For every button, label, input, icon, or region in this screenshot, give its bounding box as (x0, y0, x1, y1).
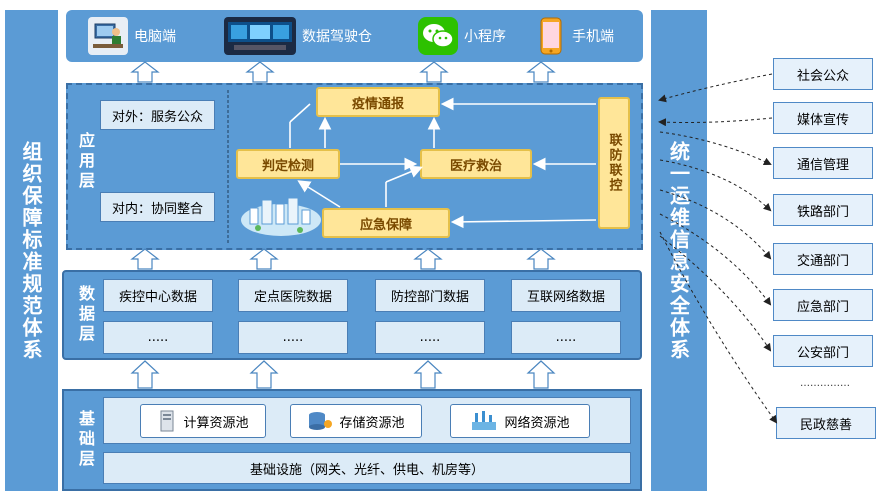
dept-ellipsis: …………… (800, 378, 850, 389)
dept-transport: 交通部门 (773, 243, 873, 275)
dept-media: 媒体宣传 (773, 102, 873, 134)
computer-user-icon (88, 17, 128, 55)
data-more-1: ..... (103, 321, 213, 354)
left-pillar: 组织保障标准规范体系 (5, 10, 58, 491)
right-pillar-text: 统一运维信息安全体系 (666, 140, 691, 361)
emergency-support-box: 应急保障 (322, 208, 450, 238)
database-icon (309, 412, 333, 430)
right-pillar: 统一运维信息安全体系 (651, 10, 707, 491)
dept-telecom: 通信管理 (773, 147, 873, 179)
terminal-mobile[interactable]: 手机端 (536, 14, 614, 58)
external-service-box: 对外：服务公众 (100, 100, 215, 130)
mobile-phone-icon (536, 17, 566, 55)
data-more-3: ..... (375, 321, 485, 354)
data-item-prevention: 防控部门数据 (375, 279, 485, 312)
dept-police: 公安部门 (773, 335, 873, 367)
medical-treatment-box: 医疗救治 (420, 149, 532, 179)
city-map-illustration (240, 190, 322, 238)
terminal-computer[interactable]: 电脑端 (88, 14, 176, 58)
data-item-cdc: 疾控中心数据 (103, 279, 213, 312)
dept-civil-affairs: 民政慈善 (776, 407, 876, 439)
dept-railway: 铁路部门 (773, 194, 873, 226)
base-layer-label: 基础层 (76, 410, 95, 470)
data-more-4: ..... (511, 321, 621, 354)
data-item-hospital: 定点医院数据 (238, 279, 348, 312)
terminal-mobile-label: 手机端 (572, 29, 614, 45)
dept-public: 社会公众 (773, 58, 873, 90)
terminal-dashboard-label: 数据驾驶仓 (302, 29, 372, 45)
data-more-2: ..... (238, 321, 348, 354)
internal-coordination-box: 对内：协同整合 (100, 192, 215, 222)
terminal-miniprogram-label: 小程序 (464, 29, 506, 45)
terminal-computer-label: 电脑端 (134, 29, 176, 45)
server-icon (160, 410, 174, 432)
joint-control-box: 联防联控 (598, 97, 630, 229)
dept-emergency: 应急部门 (773, 289, 873, 321)
data-item-internet: 互联网络数据 (511, 279, 621, 312)
network-pool-box: 网络资源池 (450, 404, 590, 438)
epidemic-report-box: 疫情通报 (316, 87, 440, 117)
judgment-detection-box: 判定检测 (236, 149, 340, 179)
application-layer-label: 应用层 (76, 132, 95, 192)
left-pillar-text: 组织保障标准规范体系 (19, 140, 43, 361)
terminal-miniprogram[interactable]: 小程序 (418, 14, 506, 58)
data-layer-label: 数据层 (76, 285, 95, 345)
dashboard-screen-icon (224, 17, 296, 55)
compute-pool-box: 计算资源池 (140, 404, 266, 438)
storage-pool-box: 存储资源池 (290, 404, 422, 438)
network-icon (472, 411, 497, 430)
terminal-dashboard[interactable]: 数据驾驶仓 (224, 14, 372, 58)
wechat-icon (418, 17, 458, 55)
infrastructure-box: 基础设施（网关、光纤、供电、机房等） (103, 452, 631, 484)
